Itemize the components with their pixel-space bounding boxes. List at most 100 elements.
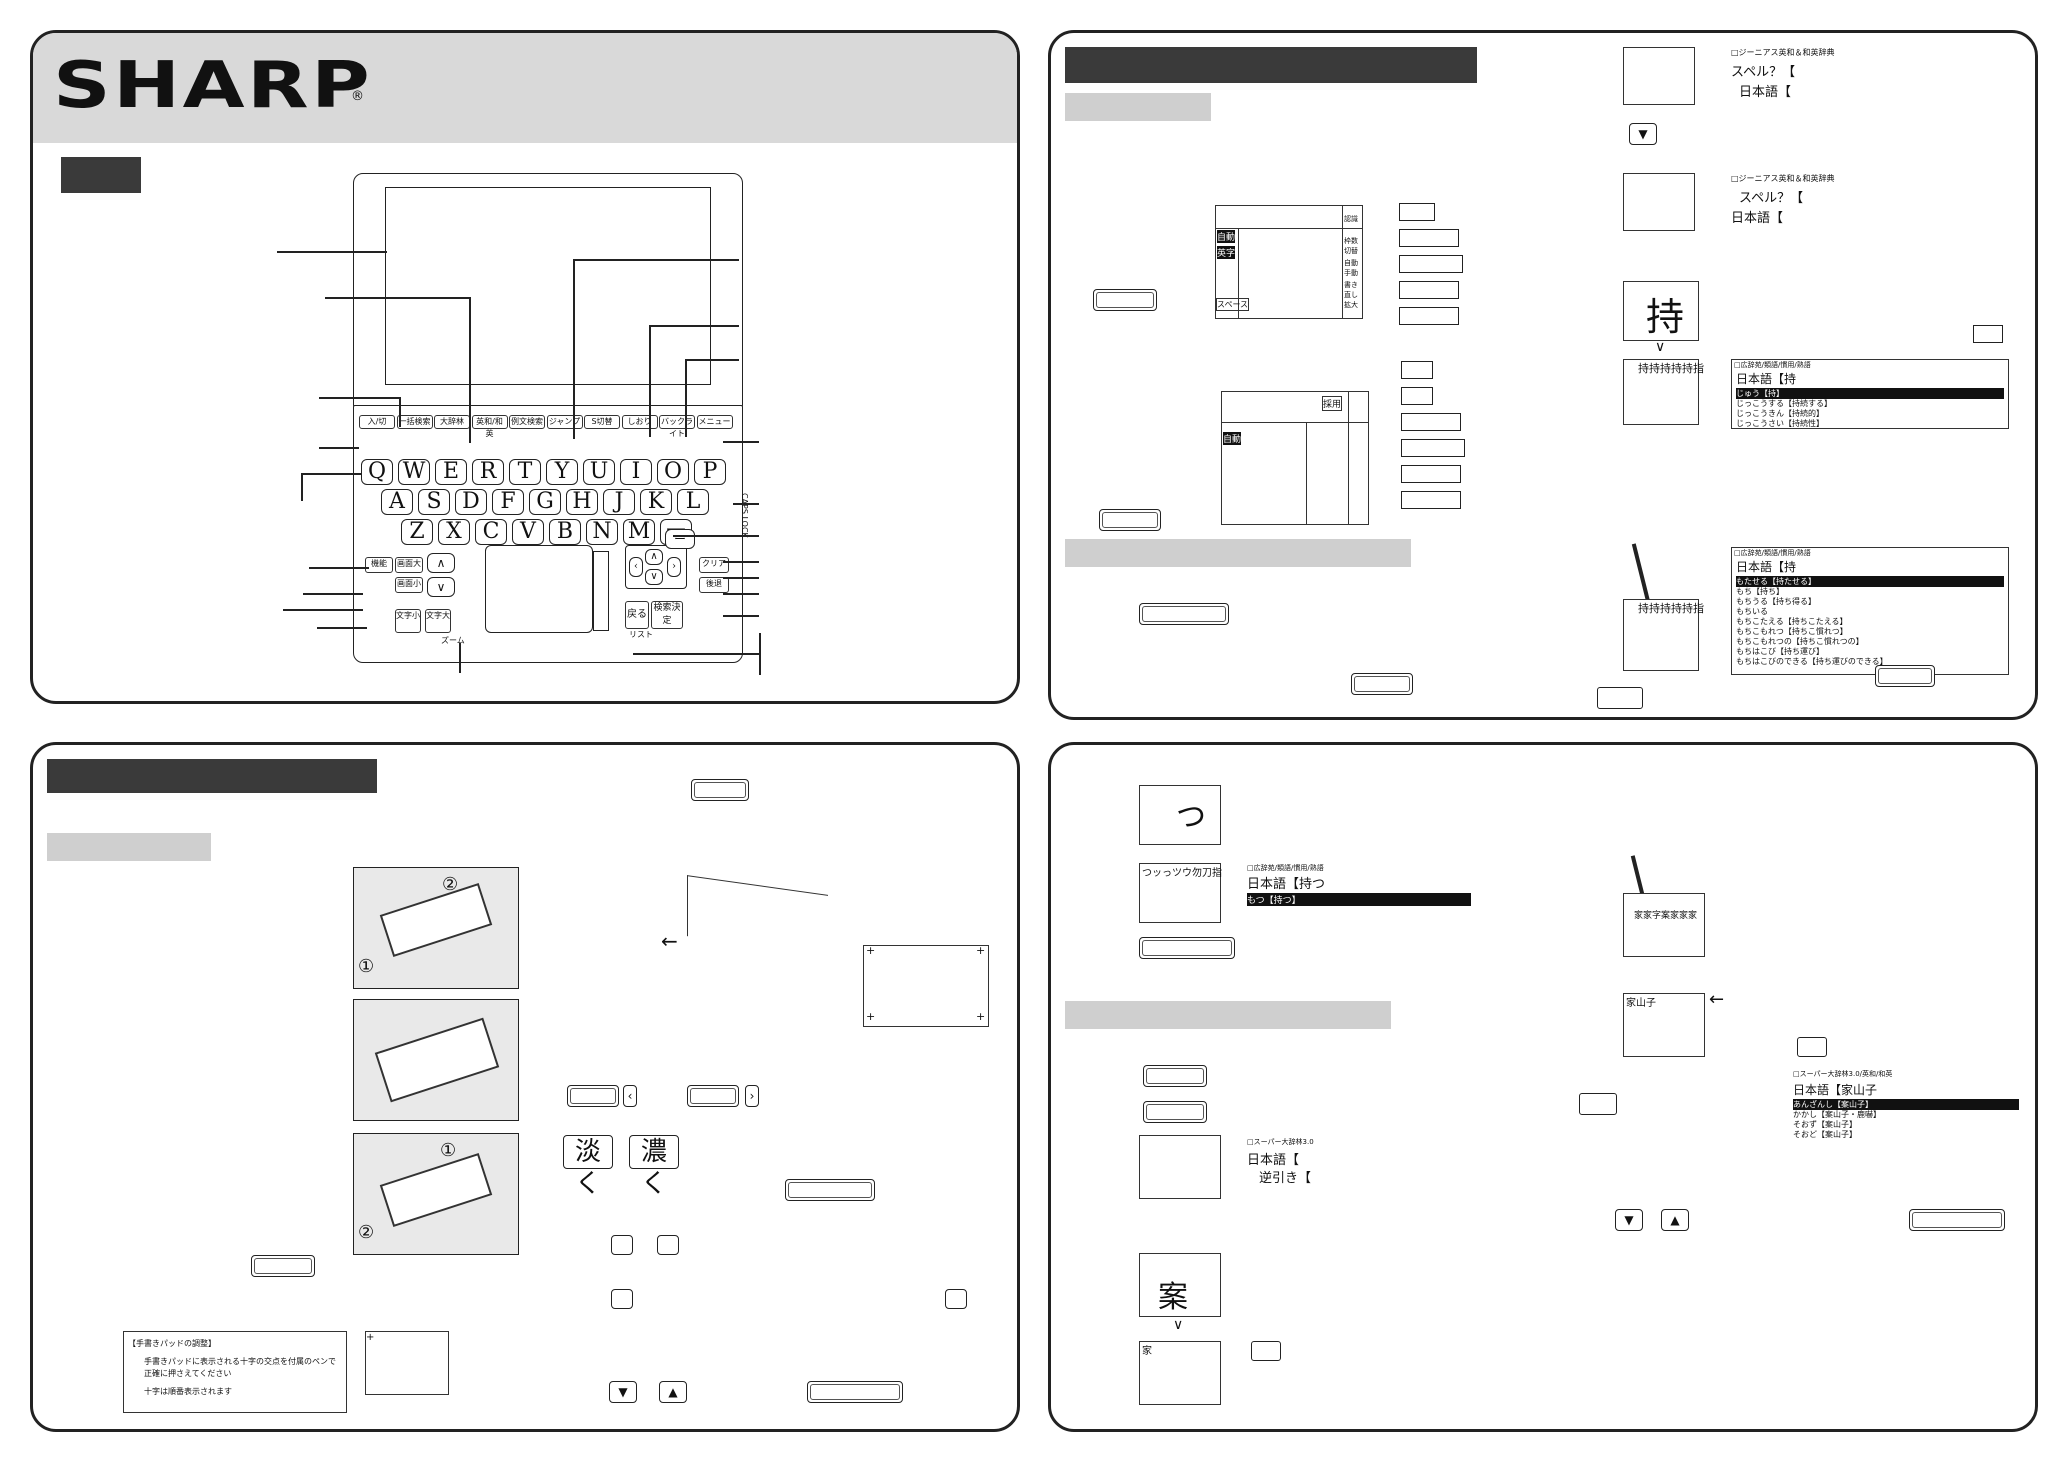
key-down[interactable]: ▼ — [1615, 1209, 1643, 1231]
key-right-small[interactable]: › — [745, 1085, 759, 1107]
mode-alpha[interactable]: 英字 — [1217, 246, 1236, 259]
result-row[interactable]: もちこもれつの【持ちこ慣れつの】 — [1736, 637, 1864, 646]
letter-key[interactable]: L — [677, 489, 709, 515]
function-key[interactable]: 大辞林 — [434, 415, 470, 429]
mode-space[interactable]: スペース — [1216, 298, 1250, 311]
result-row[interactable]: もちはこび【持ち運び】 — [1736, 647, 1824, 656]
key-right[interactable]: › — [667, 557, 681, 577]
letter-key[interactable]: D — [455, 489, 487, 515]
result-row[interactable]: もちうる【持ち得る】 — [1736, 597, 1816, 606]
letter-key[interactable]: K — [640, 489, 672, 515]
jp-field[interactable]: 日本語【 — [1731, 211, 1784, 226]
letter-key[interactable]: P — [694, 459, 726, 485]
spell-field[interactable]: スペル？【 — [1739, 191, 1804, 206]
letter-key[interactable]: R — [472, 459, 504, 485]
key-backspace[interactable]: 後退 — [699, 577, 729, 593]
letter-key[interactable]: Q — [361, 459, 393, 485]
candidate-row[interactable]: 持持持持持指 — [1638, 602, 1704, 615]
key-back[interactable]: 戻る — [625, 601, 649, 629]
letter-key[interactable]: E — [435, 459, 467, 485]
letter-key[interactable]: S — [418, 489, 450, 515]
key-left[interactable]: ‹ — [629, 557, 643, 577]
result-row[interactable]: もちこたえる【持ちこたえる】 — [1736, 617, 1848, 626]
input-field[interactable]: 家山子 — [1626, 998, 1656, 1009]
result-row[interactable]: そおど【案山子】 — [1793, 1130, 1857, 1139]
function-key[interactable]: 一括検索 — [396, 415, 433, 429]
function-key[interactable]: しおり — [621, 415, 658, 429]
label-auto-manual[interactable]: 自動手動 — [1344, 259, 1358, 277]
candidate-row[interactable]: つッっツウ勿刀指 — [1142, 868, 1222, 879]
function-key[interactable]: ジャンプ — [546, 415, 583, 429]
key-screen-small[interactable]: 画面小 — [395, 577, 423, 593]
result-row[interactable]: あんざんし【案山子】 — [1793, 1099, 2019, 1110]
key-down[interactable]: ▼ — [609, 1381, 637, 1403]
reverse-field[interactable]: 逆引き【 — [1259, 1171, 1312, 1186]
key-clear[interactable]: クリア — [699, 557, 729, 573]
query-field[interactable]: 日本語【 — [1247, 1153, 1300, 1168]
key-function[interactable]: 機能 — [365, 557, 393, 573]
label-rewrite[interactable]: 書き直し — [1344, 281, 1358, 299]
function-key[interactable]: メニュー — [696, 415, 733, 429]
key-up[interactable]: ▲ — [659, 1381, 687, 1403]
letter-key[interactable]: B — [549, 519, 581, 545]
key-down[interactable]: ∨ — [645, 569, 663, 585]
key-left-small[interactable]: ‹ — [623, 1085, 637, 1107]
result-row[interactable]: もちはこびのできる【持ち運びのできる】 — [1736, 657, 1888, 666]
result-row[interactable]: もちいる — [1736, 607, 1768, 616]
key-screen-large[interactable]: 画面大 — [395, 557, 423, 573]
letter-key[interactable]: G — [529, 489, 561, 515]
letter-key[interactable]: M — [623, 519, 655, 545]
key-down[interactable]: ▼ — [1629, 123, 1657, 145]
result-row[interactable]: じっこうきん【持続的】 — [1736, 409, 1824, 418]
handwriting-pad[interactable] — [485, 545, 593, 633]
letter-key[interactable]: J — [603, 489, 635, 515]
result-row[interactable]: もちこもれつ【持ちこ慣れつ】 — [1736, 627, 1848, 636]
function-key[interactable]: 英和/和英 — [471, 415, 508, 438]
key-up[interactable]: ▲ — [1661, 1209, 1689, 1231]
candidate-row[interactable]: 家家字案家家家 — [1634, 911, 1698, 921]
letter-key[interactable]: F — [492, 489, 524, 515]
letter-key[interactable]: Y — [546, 459, 578, 485]
label-zoom[interactable]: 拡大 — [1344, 301, 1358, 309]
result-row[interactable]: もち【持ち】 — [1736, 587, 1784, 596]
adopt-button[interactable]: 採用 — [1322, 396, 1343, 411]
candidate-row[interactable]: 持持持持持指 — [1638, 362, 1704, 375]
mode-auto[interactable]: 自動 — [1223, 432, 1242, 445]
result-row[interactable]: もつ【持つ】 — [1247, 893, 1471, 906]
key-up[interactable]: ∧ — [645, 549, 663, 565]
key-next-heading[interactable]: ∨ — [427, 577, 455, 597]
letter-key[interactable]: X — [438, 519, 470, 545]
query-field[interactable]: 日本語【持つ — [1247, 877, 1326, 892]
result-row[interactable]: じっこうさい【持続性】 — [1736, 419, 1824, 428]
key-text-small[interactable]: 文字小 — [395, 609, 421, 633]
letter-key[interactable]: T — [509, 459, 541, 485]
letter-key[interactable]: A — [381, 489, 413, 515]
letter-key[interactable]: Z — [401, 519, 433, 545]
letter-key[interactable]: U — [583, 459, 615, 485]
letter-key[interactable]: N — [586, 519, 618, 545]
letter-key[interactable]: C — [475, 519, 507, 545]
result-row[interactable]: じっこうする【持続する】 — [1736, 399, 1832, 408]
query-field[interactable]: 日本語【家山子 — [1793, 1083, 1878, 1097]
jp-field[interactable]: 日本語【 — [1739, 85, 1792, 100]
key-prev-heading[interactable]: ∧ — [427, 553, 455, 573]
mode-auto[interactable]: 自動 — [1217, 230, 1236, 243]
function-key[interactable]: S切替 — [584, 415, 620, 429]
result-row[interactable]: そおず【案山子】 — [1793, 1120, 1857, 1129]
result-row[interactable]: かかし【案山子・鹿嚇】 — [1793, 1110, 1881, 1119]
result-row[interactable]: じゅう【持】 — [1736, 388, 2004, 399]
letter-key[interactable]: H — [566, 489, 598, 515]
label-recognize[interactable]: 認識 — [1344, 215, 1358, 223]
result-row[interactable]: もたせる【持たせる】 — [1736, 576, 2004, 587]
letter-key[interactable]: W — [398, 459, 430, 485]
key-space[interactable]: ー — [665, 529, 695, 549]
function-key[interactable]: バックライト — [659, 415, 695, 438]
letter-key[interactable]: V — [512, 519, 544, 545]
spell-field[interactable]: スペル？【 — [1731, 65, 1796, 80]
function-key[interactable]: 例文検索 — [509, 415, 545, 429]
query-field[interactable]: 日本語【持 — [1736, 560, 1797, 574]
lighter-button[interactable]: 淡く — [563, 1135, 613, 1199]
label-frame-count[interactable]: 枠数切替 — [1344, 237, 1358, 255]
key-search-enter[interactable]: 検索決定 — [651, 601, 683, 629]
function-key[interactable]: 入/切 — [359, 415, 395, 429]
